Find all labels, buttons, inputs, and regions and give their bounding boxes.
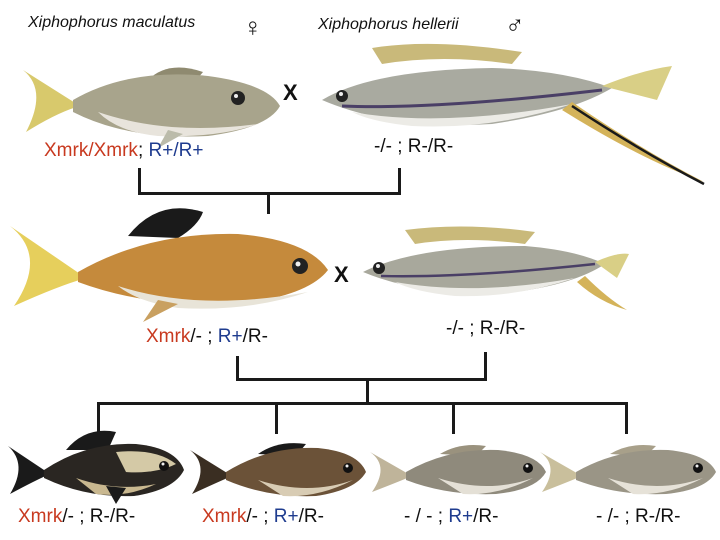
swordtail-male-image bbox=[322, 43, 705, 186]
female-genotype-sep: ; bbox=[137, 140, 149, 161]
offspring-2-genotype-part: /- ; bbox=[246, 506, 274, 527]
f1-hybrid-genotype: Xmrk/- ; R+/R- bbox=[146, 326, 268, 348]
f1-hybrid-genotype-rest: /R- bbox=[242, 326, 268, 347]
parent-bracket-left bbox=[138, 168, 141, 194]
f1-bracket-bar bbox=[236, 378, 487, 381]
offspring-1-genotype-part: /- ; R-/R- bbox=[62, 506, 136, 527]
f1-hybrid-xmrk-allele: Xmrk bbox=[146, 326, 191, 347]
female-symbol-icon: ♀ bbox=[243, 12, 263, 42]
parent-bracket-stem bbox=[267, 192, 270, 214]
offspring-3-genotype-part: /R- bbox=[473, 506, 499, 527]
offspring-drop-4 bbox=[625, 402, 628, 434]
f1-hybrid-r-allele: R+ bbox=[217, 326, 243, 347]
female-r-allele: R+/R+ bbox=[148, 140, 204, 161]
male-symbol-icon: ♂ bbox=[505, 10, 525, 40]
offspring-1-genotype: Xmrk/- ; R-/R- bbox=[18, 506, 135, 528]
male-r-allele: R-/R- bbox=[407, 136, 454, 157]
f1-hybrid-genotype-mid: /- ; bbox=[190, 326, 218, 347]
female-genotype: Xmrk/Xmrk; R+/R+ bbox=[44, 140, 203, 162]
f1-bracket-stem bbox=[366, 378, 369, 402]
offspring-1-fish-image bbox=[8, 430, 184, 504]
offspring-3-genotype-part: R+ bbox=[448, 506, 474, 527]
offspring-1-genotype-part: Xmrk bbox=[18, 506, 63, 527]
offspring-bracket-bar bbox=[97, 402, 628, 405]
offspring-3-genotype: - / - ; R+/R- bbox=[404, 506, 498, 528]
f1-cross-symbol: X bbox=[334, 262, 349, 287]
offspring-3-genotype-part: - / - ; bbox=[404, 506, 449, 527]
f1-backcross-genotype: -/- ; R-/R- bbox=[446, 318, 526, 339]
offspring-3-fish-image bbox=[370, 445, 546, 495]
female-species-label: Xiphophorus maculatus bbox=[28, 14, 196, 31]
offspring-4-genotype: - /- ; R-/R- bbox=[596, 506, 680, 528]
parent-bracket-right bbox=[398, 168, 401, 194]
offspring-2-genotype: Xmrk/- ; R+/R- bbox=[202, 506, 324, 528]
f1-hybrid-fish-image bbox=[10, 208, 328, 322]
f1-swordtail-fish-image bbox=[363, 226, 629, 310]
male-xmrk-allele: -/- bbox=[374, 136, 392, 157]
offspring-2-genotype-part: Xmrk bbox=[202, 506, 247, 527]
offspring-drop-1 bbox=[97, 402, 100, 434]
offspring-2-genotype-part: R+ bbox=[273, 506, 299, 527]
offspring-2-fish-image bbox=[190, 443, 366, 497]
female-xmrk-allele: Xmrk/Xmrk bbox=[44, 140, 138, 161]
offspring-drop-3 bbox=[452, 402, 455, 434]
platyfish-female-image bbox=[23, 67, 280, 148]
offspring-2-genotype-part: /R- bbox=[298, 506, 324, 527]
f1-bracket-left bbox=[236, 356, 239, 380]
offspring-4-genotype-part: - /- ; R-/R- bbox=[596, 506, 681, 527]
f1-bracket-right bbox=[484, 352, 487, 380]
offspring-4-fish-image bbox=[540, 445, 716, 495]
offspring-drop-2 bbox=[275, 402, 278, 434]
male-genotype-sep: ; bbox=[391, 136, 408, 157]
parent-cross-symbol: X bbox=[283, 80, 298, 105]
male-species-label: Xiphophorus hellerii bbox=[318, 16, 459, 33]
male-genotype: -/- ; R-/R- bbox=[374, 136, 453, 158]
